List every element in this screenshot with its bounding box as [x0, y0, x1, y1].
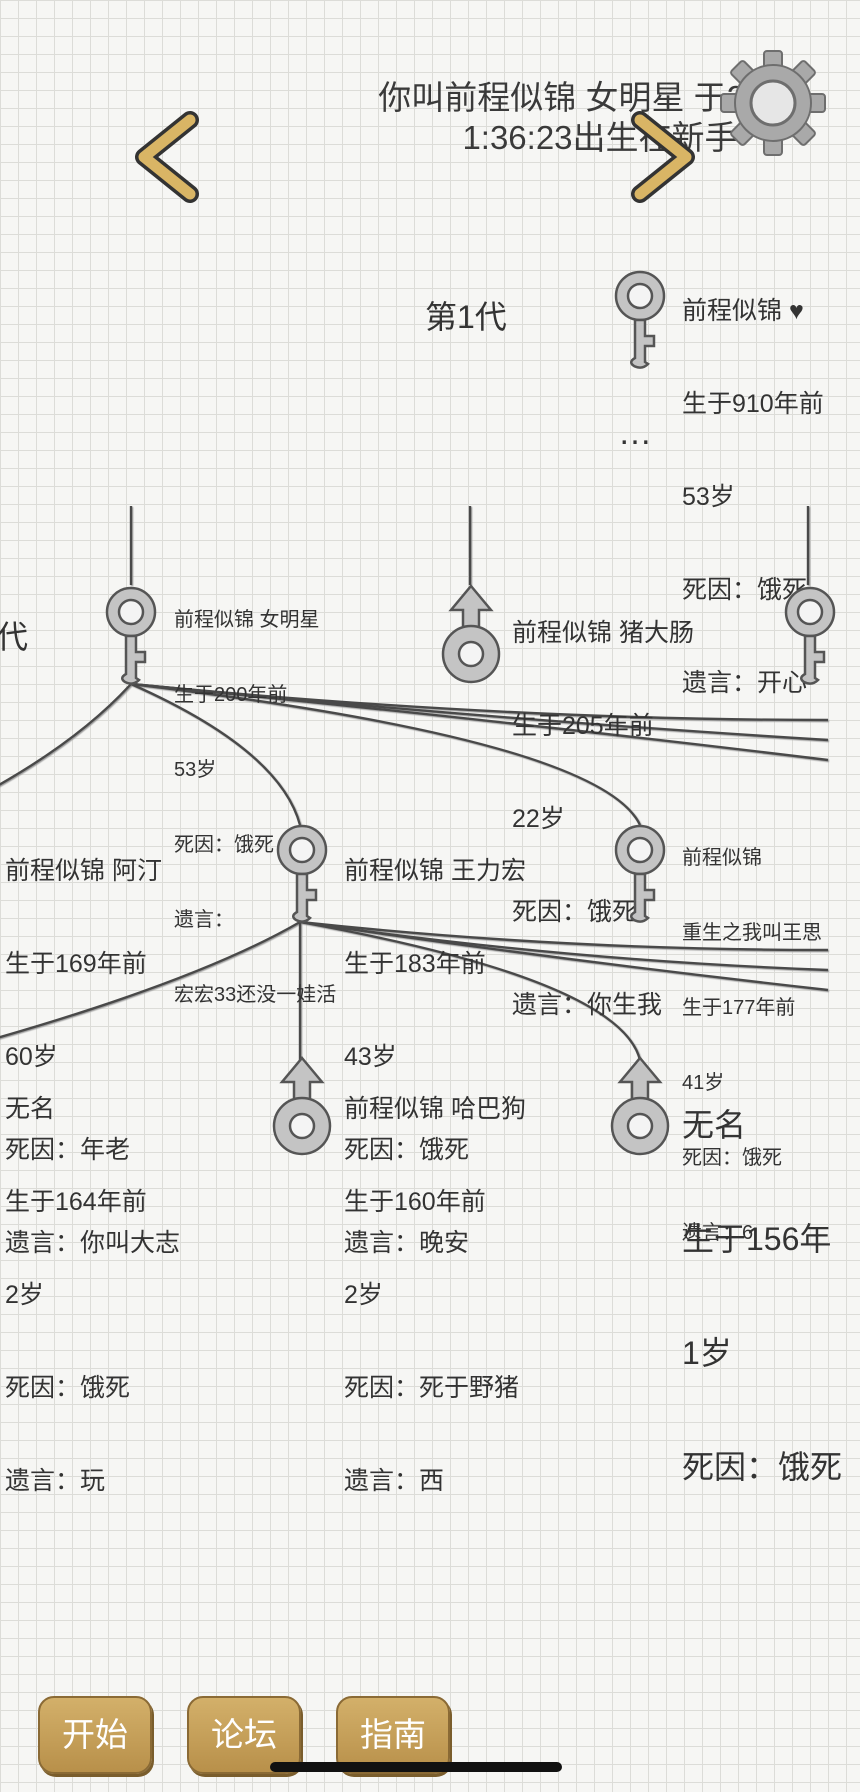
header-line-1: 你叫前程似锦 女明星 于202: [378, 79, 782, 116]
person-symbol-partial[interactable]: [778, 582, 842, 692]
death-cause: 死因：饿死: [682, 576, 808, 604]
name-extra: 重生之我叫王思: [682, 922, 822, 944]
birth-info-header: 你叫前程似锦 女明星 于202 1:36:23出生在新手: [300, 78, 860, 158]
prev-generation-button[interactable]: [130, 111, 210, 203]
age: 53岁: [174, 759, 217, 781]
male-symbol-icon: [441, 584, 501, 684]
person-info: 无名 生于164年前 2岁 死因：饿死 遗言：玩: [5, 1032, 147, 1528]
person-symbol[interactable]: [99, 582, 163, 692]
female-symbol-icon: [105, 586, 157, 685]
generation-label-partial: 代: [0, 619, 29, 655]
ellipsis: …: [618, 414, 652, 452]
person-info: 无名 生于156年 1岁 死因：饿死: [682, 1030, 842, 1524]
male-symbol-icon: [272, 1056, 332, 1156]
female-symbol-icon: [276, 824, 328, 923]
death-cause: 死因：饿死: [512, 898, 638, 926]
birth: 生于205年前: [512, 712, 654, 740]
name: 前程似锦 阿汀: [5, 857, 162, 885]
age: 2岁: [5, 1281, 44, 1309]
birth: 生于156年: [682, 1221, 832, 1257]
last-words: 宏宏33还没一娃活: [174, 984, 337, 1006]
male-symbol-icon: [610, 1056, 670, 1156]
age: 41岁: [682, 1072, 725, 1094]
person-info: 前程似锦 猪大肠 生于205年前 22岁 死因：饿死 遗言：你生我: [512, 556, 694, 1052]
forum-button[interactable]: 论坛: [187, 1696, 301, 1774]
person-symbol[interactable]: [608, 820, 672, 930]
death-cause: 死因：死于野猪: [344, 1374, 520, 1402]
start-button[interactable]: 开始: [38, 1696, 152, 1774]
last-words-label: 遗言：: [174, 909, 234, 931]
person-symbol[interactable]: [439, 582, 503, 692]
family-tree-lines: [0, 506, 829, 1061]
chevron-right-icon: [631, 111, 695, 203]
birth: 生于160年前: [344, 1188, 486, 1216]
age: 2岁: [344, 1281, 383, 1309]
person-symbol[interactable]: [270, 820, 334, 930]
female-symbol-icon: [614, 824, 666, 923]
last-words: 遗言：晚安: [344, 1229, 470, 1257]
death-cause: 死因：饿死: [682, 1147, 782, 1169]
person-info: 前程似锦 女明星 生于200年前 53岁 死因：饿死 遗言： 宏宏33还没一娃活: [174, 558, 336, 1033]
next-generation-button[interactable]: [620, 111, 700, 203]
birth: 生于183年前: [344, 950, 486, 978]
name: 前程似锦 猪大肠: [512, 619, 694, 647]
age: 43岁: [344, 1043, 397, 1071]
last-words: 遗言：开心: [682, 669, 808, 697]
age: 60岁: [5, 1043, 58, 1071]
home-indicator[interactable]: [270, 1762, 562, 1772]
female-symbol-icon: [614, 270, 666, 369]
last-words: 遗言：你生我: [512, 991, 663, 1019]
name: 无名: [5, 1095, 56, 1123]
last-words: 遗言：你叫大志: [5, 1229, 181, 1257]
guide-button[interactable]: 指南: [336, 1696, 450, 1774]
birth: 生于169年前: [5, 950, 147, 978]
header-line-2: 1:36:23出生在新手: [462, 119, 738, 156]
death-cause: 死因：饿死: [5, 1374, 131, 1402]
birth: 生于910年前: [682, 390, 824, 418]
name: 前程似锦 哈巴狗: [344, 1095, 526, 1123]
death-cause: 死因：饿死: [682, 1449, 843, 1485]
birth: 生于200年前: [174, 684, 288, 706]
generation-label: 第1代: [425, 299, 507, 335]
name: 前程似锦 女明星: [174, 609, 320, 631]
person-symbol[interactable]: [608, 1054, 672, 1164]
person-info: 前程似锦 王力宏 生于183年前 43岁 死因：饿死 遗言：晚安: [344, 794, 526, 1290]
last-words: 遗言：6: [682, 1222, 754, 1244]
settings-button[interactable]: [718, 48, 828, 158]
birth: 生于177年前: [682, 997, 796, 1019]
birth: 生于164年前: [5, 1188, 147, 1216]
person-root-info: 前程似锦 ♥ 生于910年前 53岁 死因：饿死 遗言：开心: [682, 234, 824, 730]
last-words: 遗言：玩: [5, 1467, 106, 1495]
person-info: 前程似锦 阿汀 生于169年前 60岁 死因：年老 遗言：你叫大志: [5, 794, 180, 1290]
person-info: 前程似锦 重生之我叫王思 生于177年前 41岁 死因：饿死 遗言：6: [682, 796, 822, 1271]
age: 1岁: [682, 1335, 732, 1371]
person-info: 前程似锦 哈巴狗 生于160年前 2岁 死因：死于野猪 遗言：西: [344, 1032, 526, 1528]
name: 前程似锦 王力宏: [344, 857, 526, 885]
death-cause: 死因：饿死: [174, 834, 274, 856]
person-symbol[interactable]: [270, 1054, 334, 1164]
name: 前程似锦: [682, 847, 762, 869]
death-cause: 死因：饿死: [344, 1136, 470, 1164]
age: 53岁: [682, 483, 735, 511]
name: 无名: [682, 1107, 747, 1143]
gear-icon: [720, 50, 826, 156]
age: 22岁: [512, 805, 565, 833]
name: 前程似锦 ♥: [682, 297, 804, 325]
female-symbol-icon: [784, 586, 836, 685]
person-root-symbol[interactable]: [608, 266, 672, 376]
chevron-left-icon: [135, 111, 199, 203]
last-words: 遗言：西: [344, 1467, 445, 1495]
death-cause: 死因：年老: [5, 1136, 131, 1164]
